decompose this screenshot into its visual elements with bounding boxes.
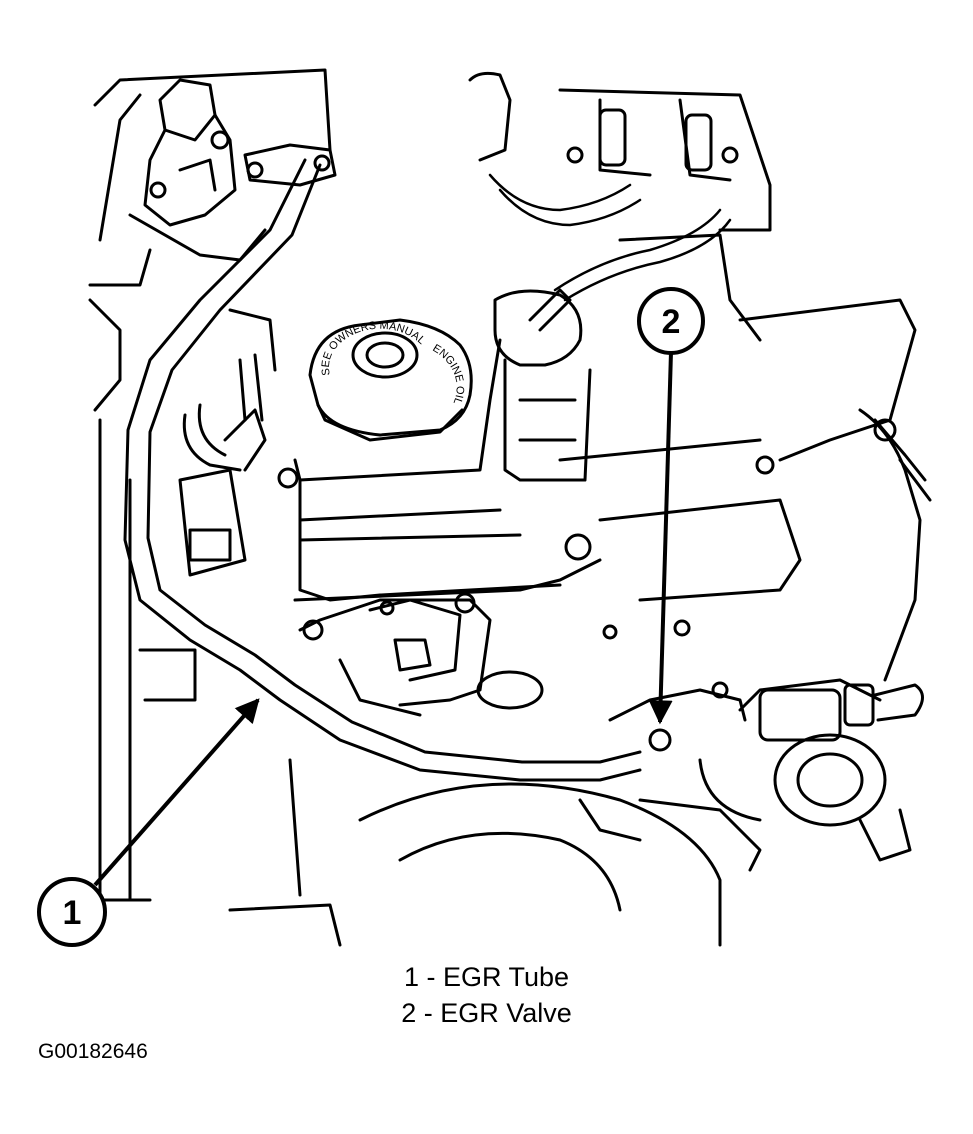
vacuum-hose — [858, 408, 932, 682]
engine-block-lower — [228, 592, 722, 947]
callout-1: 1 — [37, 698, 260, 947]
spark-plug-wires — [488, 173, 732, 302]
left-wiring-harness — [178, 308, 277, 577]
legend-item-egr-tube: 1 - EGR Tube — [403, 962, 570, 992]
bolts — [277, 455, 775, 640]
ignition-coil-pack — [558, 88, 772, 232]
callout-2-circle — [637, 287, 705, 355]
callout-1-circle — [37, 877, 107, 947]
egr-tube — [123, 143, 642, 782]
top-left-sensor — [128, 78, 267, 262]
callout-1-number: 1 — [63, 894, 82, 932]
oil-filler-cap — [308, 318, 473, 442]
callout-1-arrow — [93, 698, 260, 887]
callout-2: 2 — [637, 287, 705, 725]
callout-2-arrow — [648, 351, 673, 725]
figure-id: G00182646 — [38, 1040, 148, 1063]
legend-item-egr-valve: 2 - EGR Valve — [401, 998, 572, 1028]
callout-2-number: 2 — [662, 303, 681, 341]
center-distributor — [468, 71, 592, 482]
cap-label-right: ENGINE OIL — [430, 342, 465, 406]
valve-cover — [293, 233, 917, 602]
engine-line-drawing: 1 2 SEE OWNERS MANUAL ENGINE OIL — [37, 68, 932, 947]
egr-valve-assembly — [578, 678, 924, 872]
firewall-panel — [88, 68, 332, 902]
